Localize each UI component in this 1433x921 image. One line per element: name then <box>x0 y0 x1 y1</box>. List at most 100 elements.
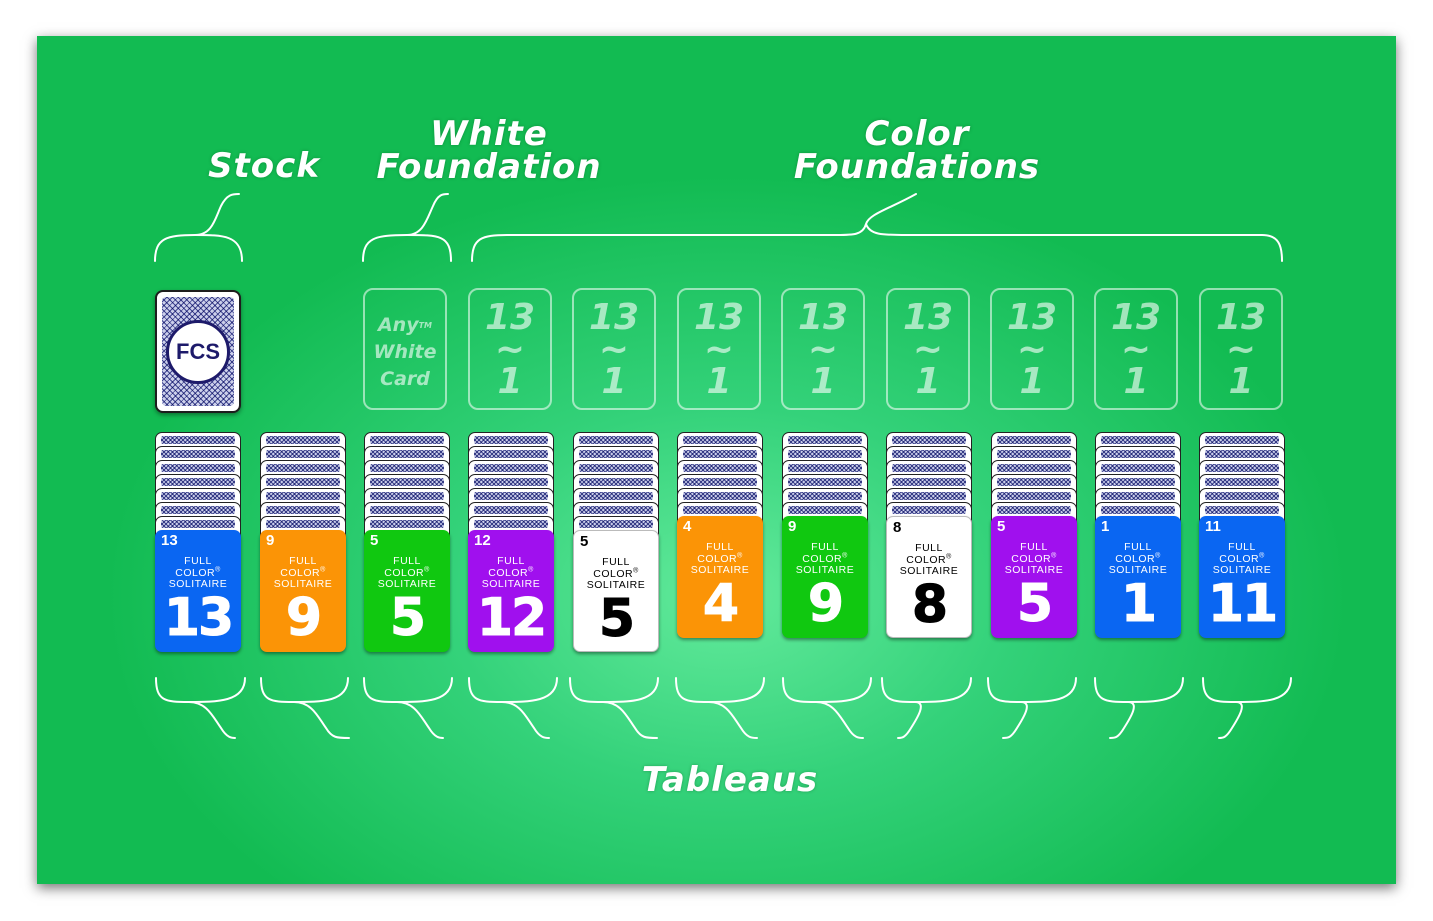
card-back-pattern <box>788 464 862 472</box>
card-rank: 9 <box>285 588 322 649</box>
stock-label: Stock <box>208 146 320 186</box>
color-foundation-slot-5[interactable]: 13~1 <box>886 288 970 410</box>
color-foundation-slot-1[interactable]: 13~1 <box>468 288 552 410</box>
slot-bottom-text: 1 <box>1228 361 1254 402</box>
card-back-pattern <box>370 436 444 444</box>
card-back-pattern <box>892 478 966 486</box>
card-back-pattern <box>579 506 653 514</box>
card-back-pattern <box>161 506 235 514</box>
card-back-pattern <box>892 450 966 458</box>
card-back-pattern <box>788 436 862 444</box>
card-back-pattern <box>892 464 966 472</box>
card-back-pattern <box>370 478 444 486</box>
card-rank: 1 <box>1120 574 1157 635</box>
card-back-pattern <box>1101 478 1175 486</box>
card-rank: 5 <box>1016 574 1053 635</box>
card-corner-rank: 5 <box>580 533 589 550</box>
card-back-pattern <box>370 520 444 528</box>
color-foundation-slot-3[interactable]: 13~1 <box>677 288 761 410</box>
slot-sep-text: ~ <box>807 329 839 370</box>
card-back-pattern <box>1205 464 1279 472</box>
card-back-pattern <box>266 506 340 514</box>
card-back-pattern <box>1101 436 1175 444</box>
card-back-pattern <box>474 478 548 486</box>
slot-sep-text: ~ <box>1120 329 1152 370</box>
card-back-pattern <box>788 478 862 486</box>
card-back-pattern <box>579 464 653 472</box>
card-back-pattern <box>474 506 548 514</box>
card-corner-rank: 12 <box>474 532 491 549</box>
card-back-pattern <box>161 478 235 486</box>
card-rank: 5 <box>598 589 635 650</box>
card-corner-rank: 9 <box>788 518 797 535</box>
slot-sep-text: ~ <box>598 329 630 370</box>
slot-top-text: 13 <box>797 297 849 338</box>
slot-sep-text: ~ <box>703 329 735 370</box>
slot-white-text: White <box>373 341 437 363</box>
card-back-pattern <box>997 450 1071 458</box>
card-back-pattern <box>579 450 653 458</box>
color-foundation-slot-6[interactable]: 13~1 <box>990 288 1074 410</box>
card-back-pattern <box>1205 506 1279 514</box>
card-back-pattern <box>997 464 1071 472</box>
color-foundation-slot-4[interactable]: 13~1 <box>781 288 865 410</box>
slot-top-text: 13 <box>1215 297 1267 338</box>
card-back-pattern <box>161 492 235 500</box>
card-back-pattern <box>579 492 653 500</box>
card-corner-rank: 9 <box>266 532 275 549</box>
card-rank: 4 <box>702 574 739 635</box>
card-rank: 8 <box>911 575 948 636</box>
slot-bottom-text: 1 <box>810 361 836 402</box>
card-back-pattern <box>997 506 1071 514</box>
card-back-pattern <box>266 436 340 444</box>
card-back-pattern <box>997 492 1071 500</box>
card-back-pattern <box>788 506 862 514</box>
slot-bottom-text: 1 <box>1123 361 1149 402</box>
slot-top-text: 13 <box>588 297 640 338</box>
card-back-pattern <box>788 450 862 458</box>
slot-sep-text: ~ <box>1016 329 1048 370</box>
card-back-pattern <box>266 478 340 486</box>
card-back-pattern <box>683 478 757 486</box>
bracket-lines <box>154 193 1292 739</box>
card-back-pattern <box>474 492 548 500</box>
slot-top-text: 13 <box>1006 297 1058 338</box>
card-back-pattern <box>892 436 966 444</box>
color-foundation-slot-7[interactable]: 13~1 <box>1094 288 1178 410</box>
slot-top-text: 13 <box>484 297 536 338</box>
card-back-pattern <box>161 520 235 528</box>
card-rank: 5 <box>389 588 426 649</box>
card-corner-rank: 8 <box>893 519 902 536</box>
white-foundation-slot[interactable]: AnyTM White Card <box>363 288 447 410</box>
color-foundation-slot-8[interactable]: 13~1 <box>1199 288 1283 410</box>
card-back-pattern <box>683 492 757 500</box>
color-foundation-slot-2[interactable]: 13~1 <box>572 288 656 410</box>
card-back-pattern <box>1205 492 1279 500</box>
card-back-pattern <box>474 520 548 528</box>
stock-pile[interactable]: FCS <box>155 290 241 413</box>
slot-bottom-text: 1 <box>915 361 941 402</box>
slot-bottom-text: 1 <box>1019 361 1045 402</box>
slot-sep-text: ~ <box>912 329 944 370</box>
card-corner-rank: 1 <box>1101 518 1110 535</box>
card-back-pattern <box>266 450 340 458</box>
card-back-pattern <box>683 450 757 458</box>
